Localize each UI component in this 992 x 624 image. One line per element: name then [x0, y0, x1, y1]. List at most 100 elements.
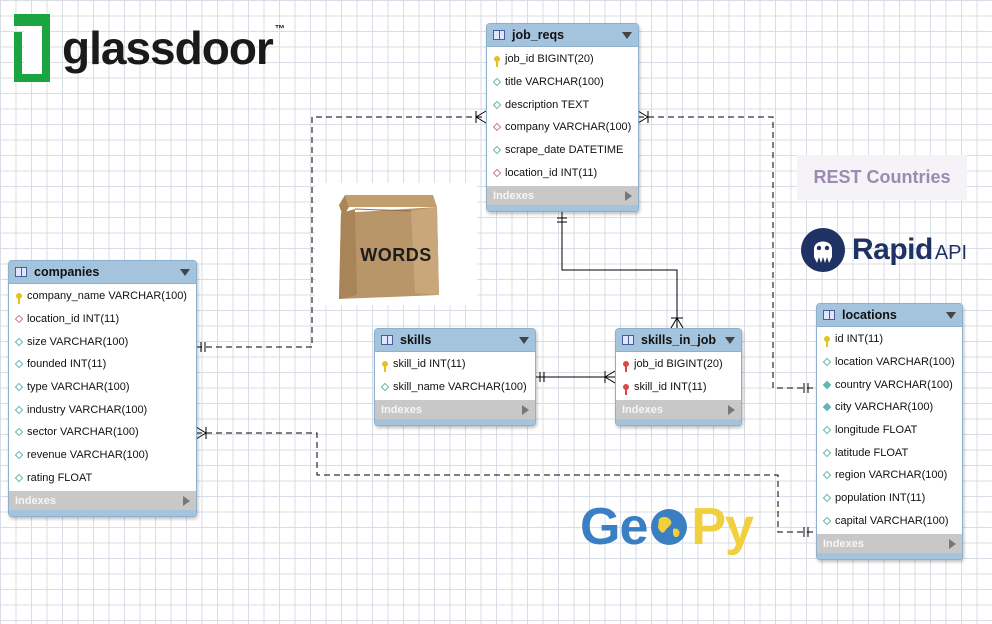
expand-arrow-icon[interactable]	[625, 190, 632, 201]
geopy-ge-text: Ge	[580, 498, 648, 556]
rapidapi-octopus-icon	[801, 228, 845, 272]
column-icon	[14, 426, 23, 438]
table-locations[interactable]: locations id INT(11) location VARCHAR(100)…	[816, 303, 963, 561]
table-icon	[15, 267, 27, 277]
column-text: location VARCHAR(100)	[835, 356, 955, 369]
column-text: skill_name VARCHAR(100)	[393, 381, 527, 394]
table-companies[interactable]: companies company_name VARCHAR(100)locati…	[8, 260, 197, 518]
glassdoor-door-icon	[14, 14, 50, 82]
column-row[interactable]: latitude FLOAT	[817, 441, 962, 464]
column-text: founded INT(11)	[27, 358, 107, 371]
column-icon	[492, 76, 501, 88]
column-text: location_id INT(11)	[505, 166, 598, 179]
indexes-footer[interactable]: Indexes	[375, 400, 535, 426]
column-row[interactable]: size VARCHAR(100)	[9, 330, 196, 353]
table-header[interactable]: skills	[375, 329, 535, 352]
collapse-arrow-icon[interactable]	[180, 268, 190, 276]
column-row[interactable]: region VARCHAR(100)	[817, 464, 962, 487]
table-title: locations	[842, 308, 897, 322]
column-row[interactable]: job_id BIGINT(20)	[616, 353, 741, 376]
column-row[interactable]: longitude FLOAT	[817, 419, 962, 442]
table-header[interactable]: locations	[817, 304, 962, 327]
column-row[interactable]: description TEXT	[487, 93, 638, 116]
column-row[interactable]: type VARCHAR(100)	[9, 376, 196, 399]
primary-foreign-key-icon	[621, 381, 630, 396]
trademark-symbol: ™	[274, 24, 285, 35]
column-icon	[822, 492, 831, 504]
column-row[interactable]: sector VARCHAR(100)	[9, 421, 196, 444]
column-row[interactable]: skill_name VARCHAR(100)	[375, 376, 535, 399]
table-header[interactable]: companies	[9, 261, 196, 284]
rel-job-reqs-skills-in-job[interactable]	[557, 212, 684, 329]
expand-arrow-icon[interactable]	[522, 404, 529, 415]
column-text: longitude FLOAT	[835, 424, 918, 437]
bag-label: WORDS	[360, 245, 432, 265]
column-row[interactable]: skill_id INT(11)	[375, 353, 535, 376]
column-text: city VARCHAR(100)	[835, 401, 934, 414]
column-row[interactable]: scrape_date DATETIME	[487, 139, 638, 162]
column-text: job_id BIGINT(20)	[505, 53, 594, 66]
column-text: title VARCHAR(100)	[505, 76, 604, 89]
expand-arrow-icon[interactable]	[949, 538, 956, 549]
column-text: industry VARCHAR(100)	[27, 403, 148, 416]
column-row[interactable]: skill_id INT(11)	[616, 376, 741, 399]
table-title: companies	[34, 265, 100, 279]
table-title: job_reqs	[512, 28, 565, 42]
column-row[interactable]: city VARCHAR(100)	[817, 396, 962, 419]
table-job-reqs[interactable]: job_reqs job_id BIGINT(20) title VARCHAR(1…	[486, 23, 639, 213]
column-row[interactable]: company_name VARCHAR(100)	[9, 285, 196, 308]
not-null-column-icon	[822, 401, 831, 413]
indexes-footer[interactable]: Indexes	[616, 400, 741, 426]
column-list: skill_id INT(11) skill_name VARCHAR(100)	[375, 352, 535, 400]
column-row[interactable]: revenue VARCHAR(100)	[9, 444, 196, 467]
collapse-arrow-icon[interactable]	[622, 31, 632, 39]
geopy-logo: Ge Py	[580, 492, 754, 562]
rel-skills-skills-in-job[interactable]	[534, 370, 616, 384]
column-row[interactable]: location VARCHAR(100)	[817, 351, 962, 374]
column-row[interactable]: founded INT(11)	[9, 353, 196, 376]
column-text: skill_id INT(11)	[634, 381, 707, 394]
column-row[interactable]: population INT(11)	[817, 487, 962, 510]
primary-key-icon	[14, 290, 23, 305]
column-row[interactable]: industry VARCHAR(100)	[9, 398, 196, 421]
column-text: description TEXT	[505, 98, 590, 111]
column-icon	[14, 358, 23, 370]
column-row[interactable]: capital VARCHAR(100)	[817, 510, 962, 533]
collapse-arrow-icon[interactable]	[725, 336, 735, 344]
table-title: skills_in_job	[641, 333, 717, 347]
column-list: job_id BIGINT(20) skill_id INT(11)	[616, 352, 741, 400]
table-skills-in-job[interactable]: skills_in_job job_id BIGINT(20) skill_id I…	[615, 328, 742, 427]
foreign-key-column-icon	[492, 121, 501, 133]
bag-of-words-image: WORDS	[315, 183, 477, 305]
column-row[interactable]: company VARCHAR(100)	[487, 116, 638, 139]
expand-arrow-icon[interactable]	[728, 404, 735, 415]
column-row[interactable]: id INT(11)	[817, 328, 962, 351]
foreign-key-column-icon	[492, 167, 501, 179]
indexes-footer[interactable]: Indexes	[487, 186, 638, 212]
indexes-footer[interactable]: Indexes	[9, 491, 196, 517]
column-icon	[14, 472, 23, 484]
collapse-arrow-icon[interactable]	[519, 336, 529, 344]
column-text: scrape_date DATETIME	[505, 144, 624, 157]
column-row[interactable]: location_id INT(11)	[9, 308, 196, 331]
glassdoor-wordmark: glassdoor	[62, 22, 274, 74]
rapidapi-logo: Rapid API	[800, 225, 967, 275]
column-row[interactable]: location_id INT(11)	[487, 161, 638, 184]
table-header[interactable]: job_reqs	[487, 24, 638, 47]
table-icon	[493, 30, 505, 40]
table-header[interactable]: skills_in_job	[616, 329, 741, 352]
column-row[interactable]: job_id BIGINT(20)	[487, 48, 638, 71]
column-row[interactable]: title VARCHAR(100)	[487, 71, 638, 94]
primary-foreign-key-icon	[621, 358, 630, 373]
column-icon	[822, 447, 831, 459]
column-row[interactable]: rating FLOAT	[9, 467, 196, 490]
collapse-arrow-icon[interactable]	[946, 311, 956, 319]
column-icon	[822, 469, 831, 481]
column-row[interactable]: country VARCHAR(100)	[817, 373, 962, 396]
primary-key-icon	[380, 358, 389, 373]
indexes-footer[interactable]: Indexes	[817, 534, 962, 560]
expand-arrow-icon[interactable]	[183, 495, 190, 506]
column-icon	[14, 449, 23, 461]
geopy-py-text: Py	[691, 498, 754, 556]
